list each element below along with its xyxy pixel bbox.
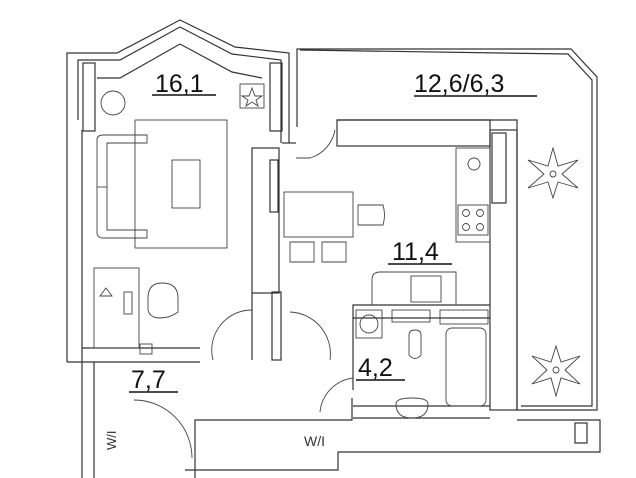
radiator-icon <box>139 343 153 355</box>
washbasin-icon <box>395 397 429 419</box>
plant-icon <box>531 344 581 398</box>
kitchen-area: 11,4 <box>392 238 439 266</box>
bathroom-fixtures <box>355 309 489 419</box>
computer-icon <box>123 291 133 315</box>
kitchen-furniture <box>283 147 491 305</box>
lamp-icon <box>99 287 113 297</box>
rug <box>134 119 228 249</box>
bathtub-icon <box>445 327 487 407</box>
coffee-table <box>171 159 201 209</box>
sink-icon <box>410 275 442 303</box>
doors <box>133 129 354 459</box>
sofa <box>96 134 148 239</box>
balcony-area: 12,6/6,3 <box>414 70 504 98</box>
toilet-icon <box>408 329 422 359</box>
plant-icon <box>239 83 265 109</box>
hallway-area: 7,7 <box>131 366 166 394</box>
counter <box>455 147 491 243</box>
area-labels: 16,1 12,6/6,3 11,4 7,7 4,2 <box>129 70 537 394</box>
desk <box>93 267 140 349</box>
round-table-icon <box>100 90 126 116</box>
chair-icon <box>147 282 179 319</box>
closet-marks: W/I W/I <box>104 431 325 451</box>
dining-table <box>283 191 354 238</box>
chair-icon <box>289 241 315 263</box>
washing-machine <box>355 309 383 339</box>
plant-icon <box>527 146 579 200</box>
bathroom-area: 4,2 <box>358 354 393 382</box>
hood-icon <box>467 157 481 171</box>
living-room-furniture <box>93 83 265 355</box>
stove-icon <box>457 204 489 236</box>
walls <box>66 19 601 478</box>
living-room-area: 16,1 <box>155 70 204 98</box>
closet-label: W/I <box>304 433 325 449</box>
balcony-plants <box>527 146 581 398</box>
chair-icon <box>321 241 347 263</box>
sink-counter <box>371 271 457 305</box>
chair-icon <box>357 204 385 226</box>
closet-label: W/I <box>104 431 119 451</box>
